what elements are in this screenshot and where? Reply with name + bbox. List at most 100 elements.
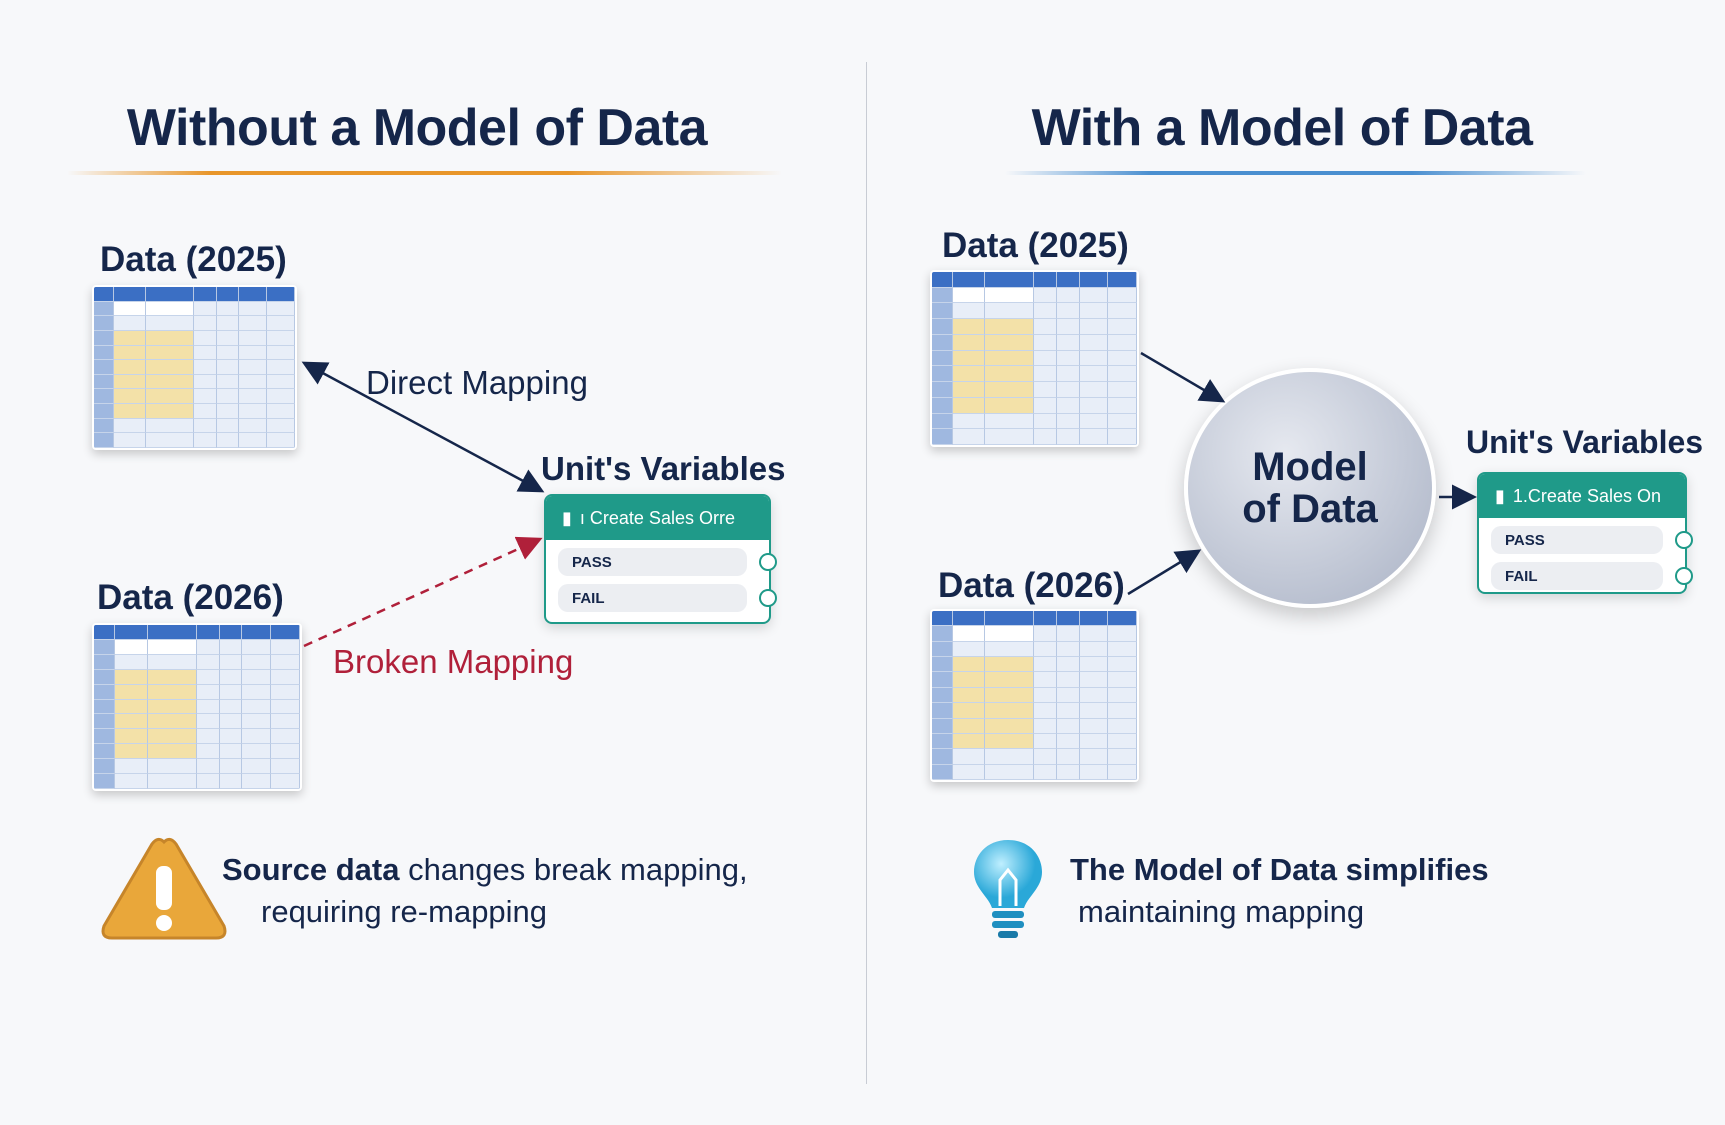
spreadsheet-cell [1079,641,1109,658]
spreadsheet-cell [1108,657,1137,673]
spreadsheet-cell [219,774,243,789]
direct-mapping-label: Direct Mapping [366,364,588,401]
spreadsheet-cell [266,330,295,346]
spreadsheet-cell [196,625,220,640]
center-divider [866,62,867,1084]
spreadsheet-cell [1079,272,1109,288]
spreadsheet-cell [194,404,217,419]
spreadsheet-cell [196,744,220,760]
spreadsheet-cell [1034,718,1058,734]
spreadsheet-cell [1034,687,1058,704]
spreadsheet-cell [238,404,267,419]
spreadsheet-cell [196,774,220,789]
spreadsheet-cell [146,301,195,317]
spreadsheet-cell [266,374,295,390]
spreadsheet-cell [1079,611,1109,627]
spreadsheet-cell [985,319,1035,335]
spreadsheet-cell [147,699,197,715]
spreadsheet-cell [94,625,115,640]
spreadsheet-cell [1108,382,1137,398]
spreadsheet-cell [242,669,272,685]
spreadsheet-cell [1034,749,1058,765]
spreadsheet-cell [932,413,953,430]
pass-output[interactable]: PASS [1491,526,1693,554]
spreadsheet-cell [94,714,115,730]
spreadsheet-cell [94,699,115,715]
spreadsheet-cell [147,669,197,685]
spreadsheet-cell [1079,733,1109,750]
spreadsheet-cell [147,759,197,775]
spreadsheet-cell [1079,382,1109,398]
spreadsheet-cell [985,287,1035,304]
right-unit-card[interactable]: ▮1.Create Sales On PASS FAIL [1477,472,1693,594]
spreadsheet-cell [271,669,300,685]
spreadsheet-cell [266,389,295,405]
spreadsheet-cell [1057,303,1080,320]
fail-connector[interactable] [1675,567,1693,585]
spreadsheet-cell [932,382,953,398]
spreadsheet-cell [114,330,147,346]
left-title-underline [67,171,782,175]
spreadsheet-cell [271,729,300,745]
spreadsheet-cell [238,433,267,448]
spreadsheet-cell [271,744,300,760]
spreadsheet-cell [146,389,195,405]
spreadsheet-cell [1057,287,1080,304]
spreadsheet-cell [114,639,148,655]
fail-output[interactable]: FAIL [558,584,777,612]
pass-label: PASS [1505,531,1545,549]
spreadsheet-cell [1057,382,1080,398]
fail-connector[interactable] [759,589,777,607]
spreadsheet-cell [1057,657,1080,673]
spreadsheet-cell [194,287,217,302]
right-data-2026-label: Data (2026) [938,566,1125,605]
spreadsheet-cell [146,287,195,302]
spreadsheet-cell [94,404,115,419]
spreadsheet-cell [932,272,953,288]
direct-mapping-arrow [301,361,545,493]
spreadsheet-cell [1034,641,1058,658]
spreadsheet-cell [266,287,295,302]
spreadsheet-cell [114,699,148,715]
spreadsheet-cell [216,360,239,375]
pass-connector[interactable] [1675,531,1693,549]
spreadsheet-cell [266,404,295,419]
spreadsheet-cell [1034,287,1058,304]
pass-output[interactable]: PASS [558,548,777,576]
spreadsheet-cell [147,625,197,640]
spreadsheet-cell [94,389,115,405]
spreadsheet-cell [1108,672,1137,688]
pass-connector[interactable] [759,553,777,571]
spreadsheet-cell [1108,413,1137,430]
spreadsheet-cell [932,657,953,673]
arrow-2025-to-model [1140,351,1226,403]
spreadsheet-cell [932,366,953,383]
spreadsheet-cell [1108,626,1137,642]
fail-output[interactable]: FAIL [1491,562,1693,590]
spreadsheet-cell [1108,611,1137,627]
spreadsheet-cell [952,749,986,765]
spreadsheet-cell [985,687,1035,704]
spreadsheet-cell [114,744,148,760]
left-unit-card[interactable]: ▮ı Create Sales Orre PASS FAIL [544,494,777,624]
spreadsheet-cell [266,301,295,317]
spreadsheet-cell [1108,272,1137,288]
spreadsheet-cell [216,316,239,331]
spreadsheet-cell [1057,641,1080,658]
spreadsheet-cell [932,718,953,734]
spreadsheet-cell [266,316,295,331]
right-title: With a Model of Data [1031,99,1533,157]
spreadsheet-cell [94,287,115,302]
spreadsheet-cell [94,360,115,375]
spreadsheet-cell [1057,611,1080,627]
spreadsheet-cell [1108,303,1137,320]
spreadsheet-cell [1034,397,1058,414]
spreadsheet-cell [952,703,986,719]
arrow-2026-to-model [1127,549,1202,596]
spreadsheet-cell [1057,718,1080,734]
right-spreadsheet-2026 [930,609,1139,782]
spreadsheet-cell [1079,287,1109,304]
spreadsheet-cell [94,301,115,317]
spreadsheet-cell [271,639,300,655]
spreadsheet-cell [271,625,300,640]
